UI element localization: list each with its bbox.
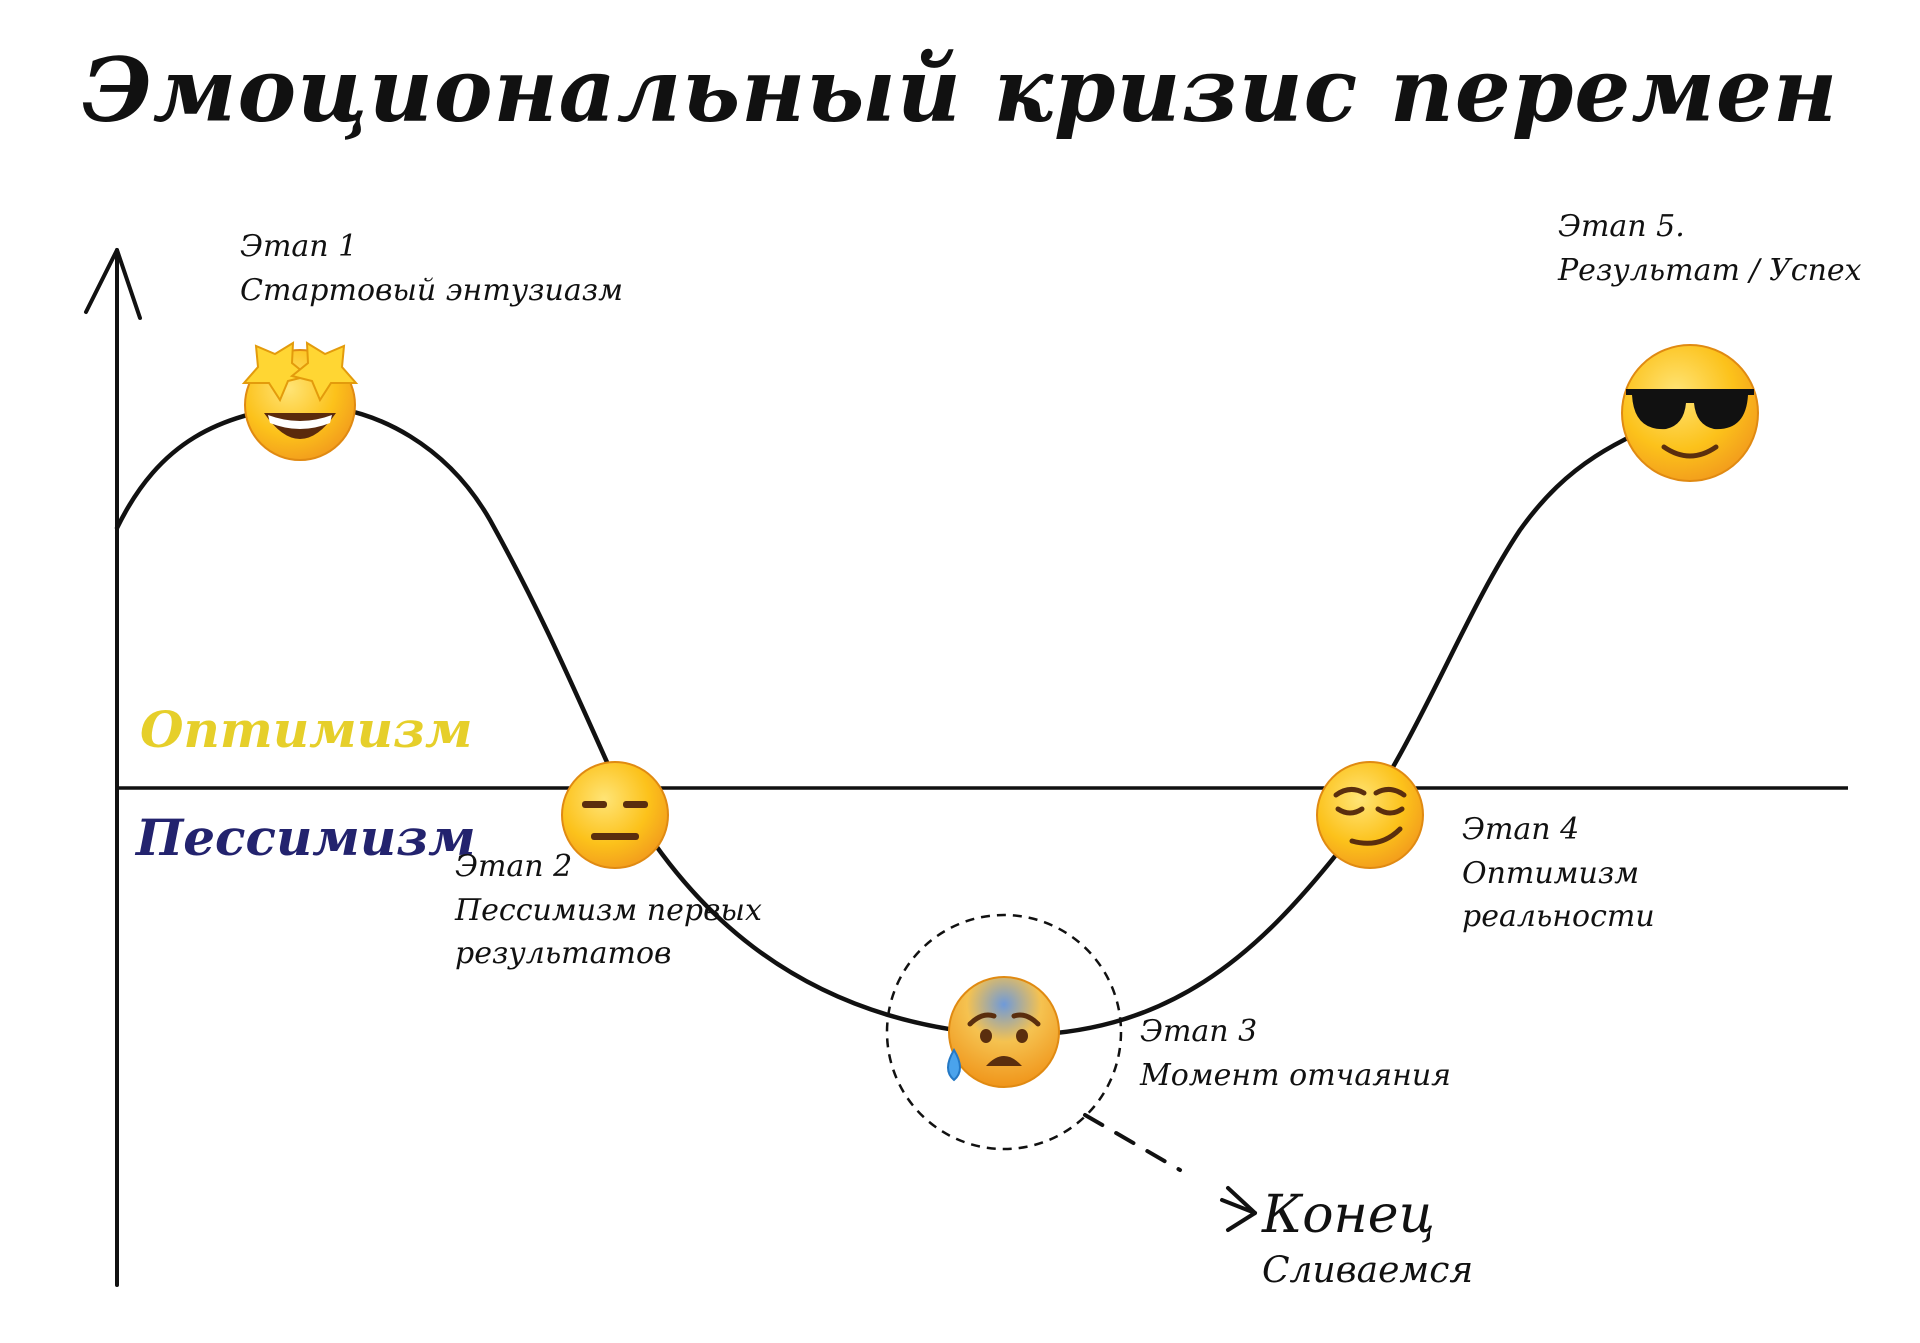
- stage-3-description: Момент отчаяния: [1140, 1057, 1452, 1093]
- stage-5-label: Этап 5. Результат / Успех: [1558, 205, 1862, 292]
- stage-2-title: Этап 2: [455, 849, 573, 884]
- stage-2-description-line-2: результатов: [455, 936, 672, 971]
- expressionless-face-icon: [561, 761, 669, 869]
- stage-1-description: Стартовый энтузиазм: [240, 272, 623, 308]
- emotion-curve: [114, 402, 1693, 1038]
- sunglasses-face-icon: [1621, 344, 1759, 482]
- stage-4-title: Этап 4: [1462, 812, 1580, 847]
- stage-2-description-line-1: Пессимизм первых: [455, 892, 762, 928]
- despair-highlight-circle: [885, 913, 1123, 1151]
- stage-2-label: Этап 2 Пессимизм первых результатов: [455, 845, 762, 976]
- stage-1-label: Этап 1 Стартовый энтузиазм: [240, 225, 623, 312]
- stage-4-label: Этап 4 Оптимизм реальности: [1462, 808, 1655, 939]
- pessimism-zone-label: Пессимизм: [136, 808, 476, 867]
- stage-4-description-line-2: реальности: [1462, 899, 1655, 934]
- optimism-zone-label: Оптимизм: [140, 700, 473, 759]
- anxious-sweat-face-icon: [947, 976, 1060, 1088]
- stage-5-description: Результат / Успех: [1558, 252, 1862, 288]
- stage-3-label: Этап 3 Момент отчаяния: [1140, 1010, 1451, 1097]
- stage-5-title: Этап 5.: [1558, 209, 1685, 244]
- exit-dashed-line: [1083, 1113, 1182, 1172]
- exit-arrow-line: [1220, 1198, 1257, 1215]
- exit-title: Конец: [1262, 1185, 1435, 1245]
- exit-arrowhead: [1226, 1186, 1257, 1232]
- stage-4-description-line-1: Оптимизм: [1462, 855, 1640, 891]
- exit-subtitle: Сливаемся: [1262, 1250, 1474, 1291]
- stage-1-title: Этап 1: [240, 229, 358, 264]
- smirking-face-icon: [1316, 761, 1424, 869]
- stage-3-title: Этап 3: [1140, 1014, 1258, 1049]
- star-struck-face-icon: [241, 341, 359, 461]
- diagram-title: Эмоциональный кризис перемен: [81, 38, 1839, 142]
- y-axis-arrowhead: [84, 248, 142, 320]
